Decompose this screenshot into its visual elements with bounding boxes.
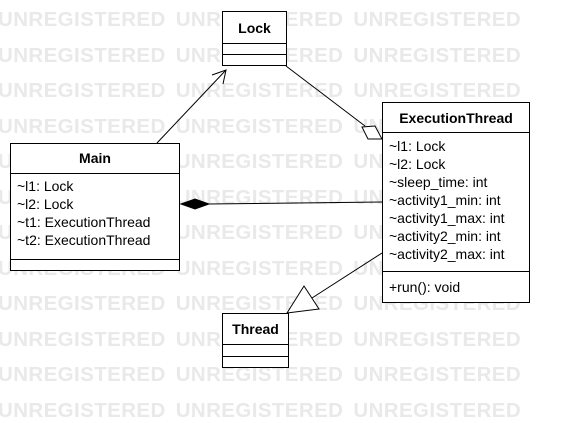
watermark-text: UNREGISTERED [353,79,522,102]
watermark-text: UNREGISTERED [0,398,166,422]
class-thread-name: Thread [223,314,288,345]
class-main[interactable]: Main ~l1: Lock ~l2: Lock ~t1: ExecutionT… [10,143,180,271]
watermark-text: UNREGISTERED [175,79,344,102]
watermark-text: UNREGISTERED [0,43,166,67]
class-executionthread[interactable]: ExecutionThread ~l1: Lock ~l2: Lock ~sle… [382,102,530,303]
watermark-row: UNREGISTERED UNREGISTERED UNREGISTERED [0,363,531,387]
attribute: ~l2: Lock [389,156,446,172]
watermark-text: UNREGISTERED [0,114,166,138]
watermark-text: UNREGISTERED [0,292,166,315]
watermark-row: UNREGISTERED UNREGISTERED UNREGISTERED [0,79,531,103]
class-main-operations [11,260,179,270]
watermark-text: UNREGISTERED [0,363,166,386]
aggregation-line-lock-executionthread [285,65,366,127]
watermark-text: UNREGISTERED [0,327,166,351]
class-main-name: Main [11,144,179,174]
operation: +run(): void [389,279,461,295]
attribute: ~t2: ExecutionThread [17,232,151,248]
class-lock-name: Lock [223,12,286,44]
watermark-text: UNREGISTERED [353,8,522,31]
filled-diamond-icon [179,198,211,210]
class-executionthread-name: ExecutionThread [383,103,529,133]
attribute: ~activity2_min: int [389,228,501,244]
attribute: ~l1: Lock [17,178,74,194]
watermark-text: UNREGISTERED [175,256,344,280]
watermark-text: UNREGISTERED [0,79,166,102]
watermark-text: UNREGISTERED [175,150,344,173]
watermark-text: UNREGISTERED [353,363,522,386]
attribute: ~l1: Lock [389,138,446,154]
generalization-line-executionthread-thread [311,252,383,299]
attribute: ~activity1_max: int [389,210,505,226]
class-executionthread-operations: +run(): void [383,272,529,302]
watermark-text: UNREGISTERED [353,327,522,351]
class-thread[interactable]: Thread [222,313,289,368]
watermark-text: UNREGISTERED [175,221,344,244]
class-lock-attributes [223,44,286,55]
class-lock-operations [223,55,286,65]
class-executionthread-attributes: ~l1: Lock ~l2: Lock ~sleep_time: int ~ac… [383,133,529,272]
watermark-text: UNREGISTERED [175,114,344,138]
class-thread-attributes [223,345,288,357]
watermark-row: UNREGISTERED UNREGISTERED UNREGISTERED [0,399,531,423]
attribute: ~l2: Lock [17,196,74,212]
watermark-text: UNREGISTERED [353,43,522,67]
open-arrowhead [211,69,227,85]
watermark-text: UNREGISTERED [175,398,344,422]
attribute: ~activity1_min: int [389,192,501,208]
composition-line-main-executionthread [207,201,383,205]
hollow-triangle-icon [286,285,320,314]
watermark-text: UNREGISTERED [175,363,344,386]
watermark-text: UNREGISTERED [0,8,166,31]
attribute: ~activity2_max: int [389,246,505,262]
watermark-text: UNREGISTERED [353,398,522,422]
class-thread-operations [223,357,288,367]
attribute: ~t1: ExecutionThread [17,214,151,230]
hollow-diamond-icon [361,125,383,140]
class-main-attributes: ~l1: Lock ~l2: Lock ~t1: ExecutionThread… [11,174,179,260]
association-line-main-lock [156,69,227,144]
attribute: ~sleep_time: int [389,174,488,190]
class-lock[interactable]: Lock [222,11,287,66]
